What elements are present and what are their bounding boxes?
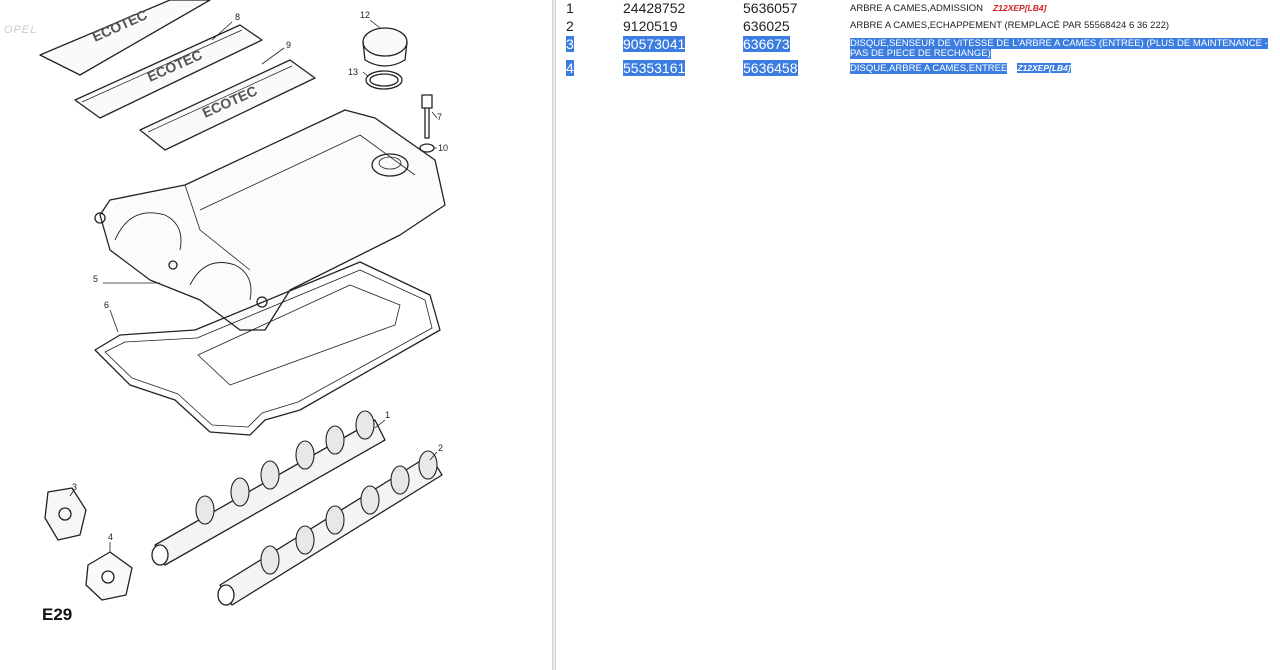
part-reference: 55353161	[623, 60, 686, 76]
table-row-selected[interactable]: 4 55353161 5636458 DISQUE,ARBRE A CAMES,…	[556, 60, 1280, 78]
table-row[interactable]: 1 24428752 5636057 ARBRE A CAMES,ADMISSI…	[556, 0, 1280, 18]
part-catalog-number: 5636458	[743, 60, 798, 76]
callout-7[interactable]: 7	[437, 112, 442, 122]
pane-splitter[interactable]	[552, 0, 556, 670]
part-index: 1	[566, 0, 574, 16]
part-catalog-number: 5636057	[743, 0, 798, 16]
callout-5[interactable]: 5	[93, 274, 98, 284]
table-row-selected[interactable]: 3 90573041 636673 DISQUE,SENSEUR DE VITE…	[556, 36, 1280, 60]
callout-12[interactable]: 12	[360, 10, 370, 20]
part-index: 4	[566, 60, 574, 76]
part-index: 3	[566, 36, 574, 52]
part-description: DISQUE,ARBRE A CAMES,ENTREE	[850, 63, 1008, 74]
callout-4[interactable]: 4	[108, 532, 113, 542]
diagram-pane: OPEL	[0, 0, 552, 670]
engine-code: Z12XEP[LB4]	[1017, 63, 1071, 73]
parts-table: 1 24428752 5636057 ARBRE A CAMES,ADMISSI…	[556, 0, 1280, 78]
part-reference: 24428752	[623, 0, 686, 16]
callout-6[interactable]: 6	[104, 300, 109, 310]
callout-1[interactable]: 1	[385, 410, 390, 420]
engine-code: Z12XEP[LB4]	[993, 3, 1047, 13]
part-description: DISQUE,SENSEUR DE VITESSE DE L'ARBRE A C…	[850, 38, 1268, 59]
part-description: ARBRE A CAMES,ADMISSION	[850, 3, 984, 14]
part-catalog-number: 636025	[743, 18, 790, 34]
callout-3[interactable]: 3	[72, 482, 77, 492]
part-reference: 90573041	[623, 36, 686, 52]
callout-8[interactable]: 8	[235, 12, 240, 22]
watermark-logo: OPEL	[4, 24, 38, 36]
callout-10[interactable]: 10	[438, 143, 448, 153]
diagram-code: E29	[42, 605, 73, 624]
callout-9[interactable]: 9	[286, 40, 291, 50]
part-catalog-number: 636673	[743, 36, 790, 52]
part-description: ARBRE A CAMES,ECHAPPEMENT (REMPLACÉ PAR …	[850, 20, 1170, 31]
part-index: 2	[566, 18, 574, 34]
callout-2[interactable]: 2	[438, 443, 443, 453]
part-reference: 9120519	[623, 18, 678, 34]
table-row[interactable]: 2 9120519 636025 ARBRE A CAMES,ECHAPPEME…	[556, 18, 1280, 36]
parts-pane: 1 24428752 5636057 ARBRE A CAMES,ADMISSI…	[556, 0, 1280, 670]
exploded-diagram[interactable]: ECOTEC ECOTEC ECOTEC 1 2 3 4 5 6 7 8 9 1…	[0, 0, 552, 640]
callout-13[interactable]: 13	[348, 67, 358, 77]
